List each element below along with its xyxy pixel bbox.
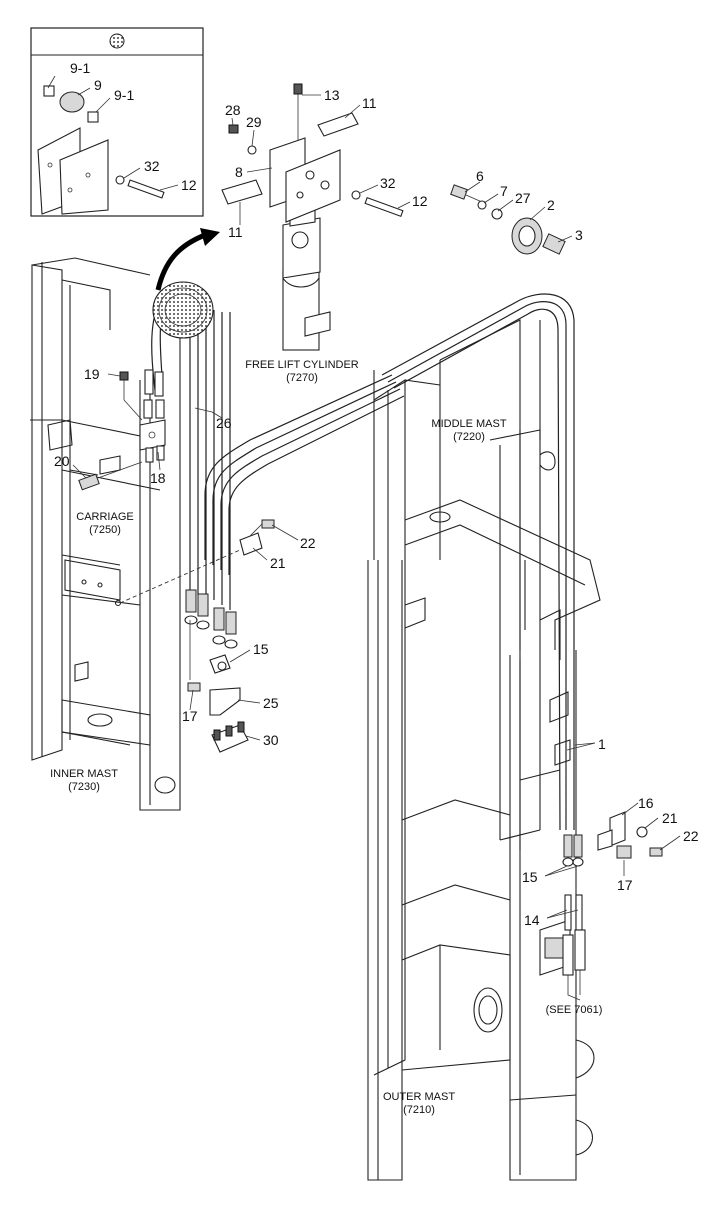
leader-dashed [119, 549, 241, 604]
callout-9-1a: 9-1 [70, 60, 90, 76]
label-carriage: CARRIAGE [76, 511, 133, 523]
callout-1: 1 [598, 736, 606, 752]
label-free-lift-code: (7270) [286, 372, 318, 384]
callout-30: 30 [263, 732, 279, 748]
callout-21b: 21 [662, 810, 678, 826]
callout-7: 7 [500, 183, 508, 199]
detail-inset [30, 27, 204, 217]
valve-assembly [539, 894, 586, 1001]
callout-15b: 15 [522, 869, 538, 885]
callout-9-1b: 9-1 [114, 87, 134, 103]
callout-18: 18 [150, 470, 166, 486]
callout-28: 28 [225, 102, 241, 118]
section-labels: FREE LIFT CYLINDER (7270) MIDDLE MAST (7… [50, 359, 602, 1116]
curved-arrow-icon [155, 228, 220, 291]
callout-14: 14 [524, 912, 540, 928]
callout-25: 25 [263, 695, 279, 711]
label-see-ref: (SEE 7061) [546, 1004, 603, 1016]
callout-22b: 22 [683, 828, 699, 844]
clamp-16-right [597, 811, 663, 859]
callout-16: 16 [638, 795, 654, 811]
callout-8: 8 [235, 164, 243, 180]
callout-26: 26 [216, 415, 232, 431]
callout-3: 3 [575, 227, 583, 243]
fittings-lower-left [187, 620, 249, 753]
callout-9: 9 [94, 77, 102, 93]
hatched-circle-icon [109, 33, 125, 49]
label-middle-mast: MIDDLE MAST [431, 418, 506, 430]
plate-assembly-top [221, 83, 404, 223]
leader-lines [47, 75, 681, 919]
callout-13: 13 [324, 87, 340, 103]
label-free-lift-cylinder: FREE LIFT CYLINDER [245, 359, 359, 371]
callout-numbers: 9-1 9 9-1 32 12 28 29 8 13 11 32 12 11 6… [54, 60, 699, 928]
fitting-20 [78, 461, 143, 491]
label-outer-mast: OUTER MAST [383, 1091, 455, 1103]
junction-block-18 [139, 399, 166, 463]
hose-reel [152, 281, 214, 339]
clamp-21-upper [239, 519, 275, 556]
label-inner-mast: INNER MAST [50, 768, 118, 780]
callout-12a: 12 [181, 177, 197, 193]
callout-11a: 11 [362, 95, 377, 111]
callout-20: 20 [54, 453, 70, 469]
label-middle-mast-code: (7220) [453, 431, 485, 443]
callout-6: 6 [476, 168, 484, 184]
hose-fittings [144, 369, 584, 867]
hoses [151, 293, 575, 831]
callout-17a: 17 [182, 708, 198, 724]
bolt-19 [119, 371, 143, 421]
roller-assembly [450, 184, 566, 255]
callout-17b: 17 [617, 877, 633, 893]
callout-12b: 12 [412, 193, 428, 209]
label-inner-mast-code: (7230) [68, 781, 100, 793]
callout-32b: 32 [380, 175, 396, 191]
callout-21a: 21 [270, 555, 286, 571]
callout-15a: 15 [253, 641, 269, 657]
callout-11b: 11 [228, 224, 243, 240]
callout-32a: 32 [144, 158, 160, 174]
callout-22a: 22 [300, 535, 316, 551]
callout-27: 27 [515, 190, 531, 206]
callout-29: 29 [246, 114, 262, 130]
callout-2: 2 [547, 197, 555, 213]
label-carriage-code: (7250) [89, 524, 121, 536]
free-lift-cylinder [282, 199, 331, 351]
label-outer-mast-code: (7210) [403, 1104, 435, 1116]
callout-19: 19 [84, 366, 100, 382]
